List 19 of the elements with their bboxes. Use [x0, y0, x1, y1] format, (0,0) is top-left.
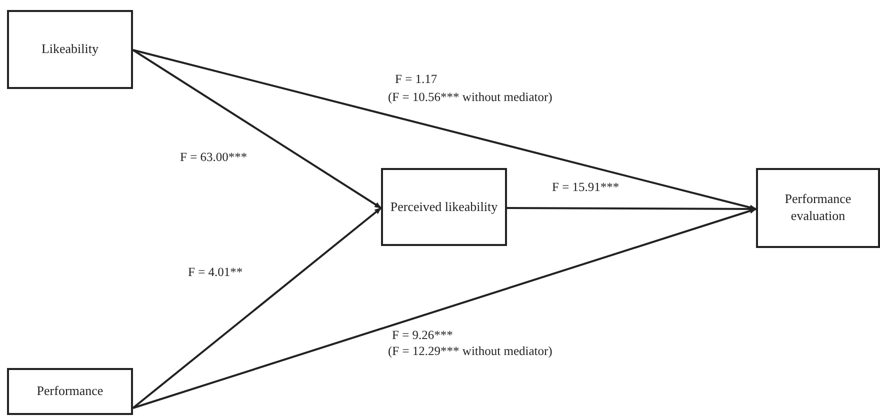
- edge-label: F = 4.01**: [188, 266, 243, 278]
- note-text: (F = 10.56*** without mediator): [388, 91, 552, 104]
- variable-box: [381, 168, 507, 246]
- variable-box: [756, 168, 880, 248]
- variable-name: Perceived likeability: [390, 198, 498, 216]
- note-text: (F = 12.29*** without mediator): [388, 345, 552, 358]
- variable-name: Performance: [36, 383, 104, 400]
- edge-label: F = 63.00***: [180, 151, 248, 164]
- variable-box: [7, 368, 133, 415]
- arrow: [132, 49, 382, 209]
- arrow: [132, 207, 382, 409]
- edge-label: F = 1.17: [395, 73, 438, 86]
- variable-box: [7, 10, 133, 89]
- arrow: [132, 49, 757, 210]
- edge-label: F = 9.26***: [392, 329, 453, 342]
- edge-label: F = 15.91***: [552, 181, 620, 194]
- variable-name: Performance evaluation: [784, 191, 852, 225]
- variable-name: Likeability: [41, 41, 99, 58]
- arrow: [132, 208, 757, 409]
